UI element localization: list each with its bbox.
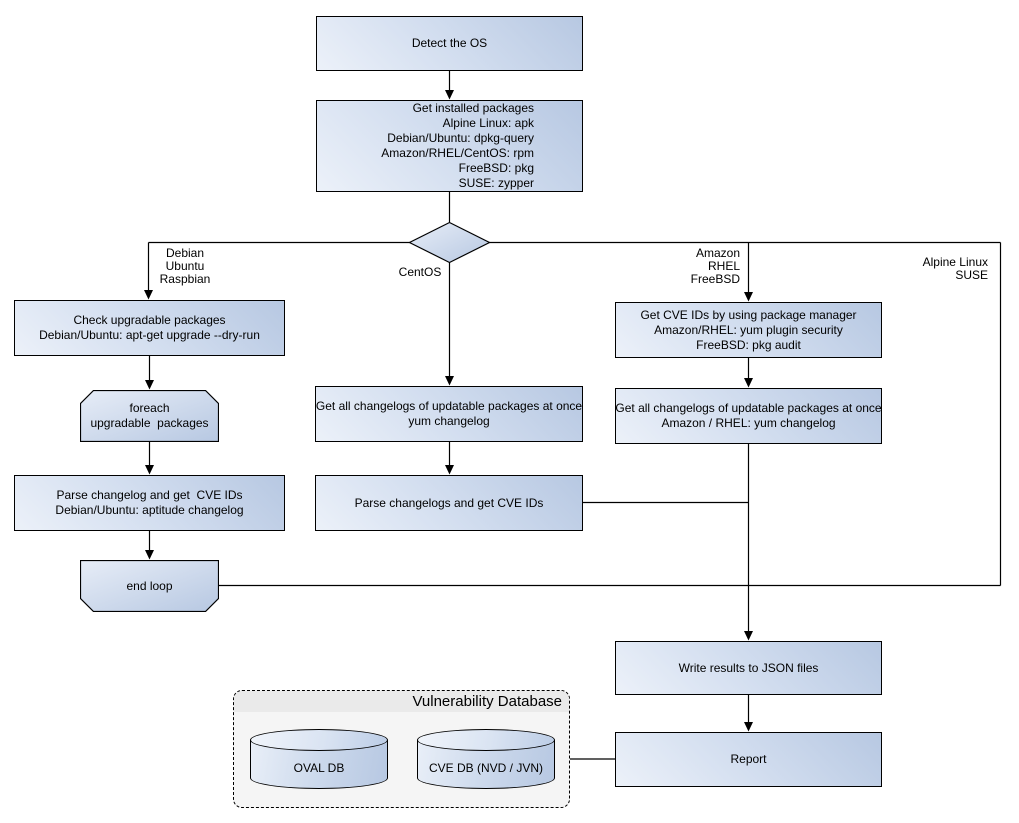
node-label: Get all changelogs of updatable packages… xyxy=(315,399,583,428)
vulnerability-database-group: Vulnerability Database OVAL DB CVE DB (N… xyxy=(233,690,570,808)
node-report: Report xyxy=(615,732,882,787)
node-label: Parse changelog and get CVE IDs Debian/U… xyxy=(55,488,244,517)
branch-label-debian-ubuntu-raspbian: Debian Ubuntu Raspbian xyxy=(159,246,211,286)
branch-label-amazon-rhel-freebsd: Amazon RHEL FreeBSD xyxy=(690,246,740,286)
node-label: Check upgradable packages Debian/Ubuntu:… xyxy=(39,313,260,342)
node-get-installed-packages: Get installed packages Alpine Linux: apk… xyxy=(316,100,583,192)
node-label: Get CVE IDs by using package manager Ama… xyxy=(640,307,857,352)
node-foreach-loop: foreach upgradable packages xyxy=(80,390,219,442)
cve-db-label: CVE DB (NVD / JVN) xyxy=(428,761,543,775)
node-detect-os: Detect the OS xyxy=(316,16,583,71)
decision-diamond xyxy=(408,221,491,264)
cylinder-top xyxy=(417,729,555,751)
node-label: foreach upgradable packages xyxy=(90,401,209,430)
node-label: Write results to JSON files xyxy=(678,660,819,675)
branch-label-centos: CentOS xyxy=(398,265,442,279)
oval-db-cylinder: OVAL DB xyxy=(250,729,388,789)
node-write-results-json: Write results to JSON files xyxy=(615,641,882,695)
node-parse-changelogs-centos: Parse changelogs and get CVE IDs xyxy=(315,475,583,531)
node-end-loop: end loop xyxy=(80,560,219,612)
arrowheads xyxy=(144,90,753,732)
cve-db-cylinder: CVE DB (NVD / JVN) xyxy=(417,729,555,789)
loop-start-shape xyxy=(80,390,219,442)
oval-db-label: OVAL DB xyxy=(293,761,345,775)
branch-label-alpine-suse: Alpine Linux SUSE xyxy=(922,255,988,282)
node-get-changelogs-amazon-rhel: Get all changelogs of updatable packages… xyxy=(615,388,882,444)
node-check-upgradable-packages: Check upgradable packages Debian/Ubuntu:… xyxy=(14,300,285,356)
node-label: Get installed packages Alpine Linux: apk… xyxy=(381,101,534,190)
node-get-changelogs-centos: Get all changelogs of updatable packages… xyxy=(315,386,583,442)
node-get-cve-ids-package-manager: Get CVE IDs by using package manager Ama… xyxy=(615,302,882,358)
loop-end-shape xyxy=(80,560,219,612)
cylinder-top xyxy=(250,729,388,751)
node-label: Report xyxy=(730,752,767,766)
node-label: Detect the OS xyxy=(411,36,488,50)
node-parse-changelog-debian: Parse changelog and get CVE IDs Debian/U… xyxy=(14,475,285,531)
connector-path xyxy=(147,71,1002,760)
vulnerability-database-title: Vulnerability Database xyxy=(234,691,569,712)
node-label: end loop xyxy=(126,578,173,593)
node-label: Parse changelogs and get CVE IDs xyxy=(354,495,544,510)
node-label: Get all changelogs of updatable packages… xyxy=(615,401,882,430)
